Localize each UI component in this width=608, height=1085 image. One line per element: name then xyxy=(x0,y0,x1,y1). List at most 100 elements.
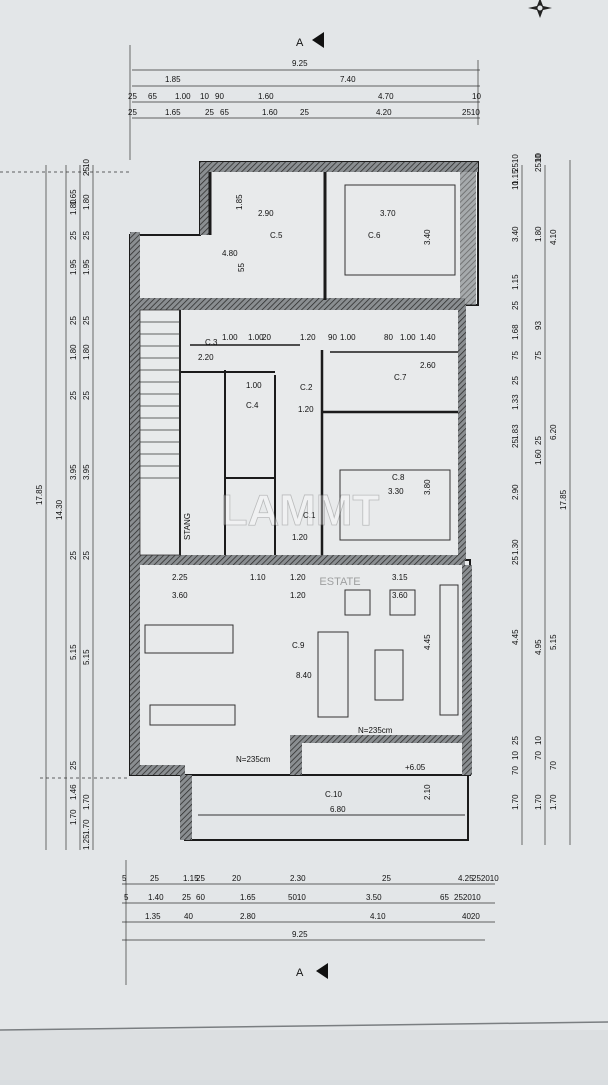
dim-right-cola-label: 1.68 xyxy=(511,324,520,340)
dim-bottom-row2-label: 1.40 xyxy=(148,893,164,902)
dim-top-row3-label: 25 xyxy=(128,108,137,117)
dim-right-colb-label: 75 xyxy=(534,351,543,360)
hall-dim: 20 xyxy=(262,333,271,342)
dim-right-overall: 17.85 xyxy=(559,489,568,510)
dim-left-col4-label: 25 xyxy=(82,551,91,560)
balcony-window-label: N=235cm xyxy=(358,726,393,735)
tv-unit xyxy=(439,584,459,716)
dim-left-col3-label: 3.95 xyxy=(69,464,78,480)
dim-top-row2-label: 25 xyxy=(128,92,137,101)
dining-table xyxy=(149,704,236,726)
dim-left-col4-label: 1.80 xyxy=(82,344,91,360)
dim-right-cola-label: 25 xyxy=(511,736,520,745)
bed-c8 xyxy=(339,469,451,541)
room-id-label: C.2 xyxy=(300,383,313,392)
dim-left-col4-label: 5.15 xyxy=(82,649,91,665)
dim-left-sub: 14.30 xyxy=(55,499,64,520)
coffee-table xyxy=(374,649,404,701)
paper-edge xyxy=(0,1021,608,1031)
dim-right-colb-label: 70 xyxy=(534,751,543,760)
dim-top-row3-label: 4.20 xyxy=(376,108,392,117)
section-marker-top: A xyxy=(296,32,324,49)
c8-side-dim: 3.80 xyxy=(423,479,432,495)
dim-bottom-row2-label: 252010 xyxy=(454,893,481,902)
dim-right-colb-label: 2510 xyxy=(534,154,543,172)
dim-right-colc-label: 1.70 xyxy=(549,794,558,810)
room-area-label: 3.30 xyxy=(388,487,404,496)
dim-right-cola-label: 1.70 xyxy=(511,794,520,810)
dim-left-col4-label: 1.70 xyxy=(82,794,91,810)
dim-top-row2-label: 1.60 xyxy=(258,92,274,101)
section-marker-bottom: A xyxy=(296,963,328,979)
dim-bottom-row1-label: 20 xyxy=(232,874,241,883)
dim-top-row2-label: 10 xyxy=(200,92,209,101)
room-area-label: 6.80 xyxy=(330,805,346,814)
hall-dim: 1.40 xyxy=(420,333,436,342)
c9-side-dim: 4.45 xyxy=(423,634,432,650)
room-id-label: C.7 xyxy=(394,373,407,382)
dim-left-overall: 17.85 xyxy=(35,484,44,505)
dim-left-col3-label: 1.80 xyxy=(69,344,78,360)
dim-bottom-row1-label: 2.30 xyxy=(290,874,306,883)
hall-dim: 1.00 xyxy=(400,333,416,342)
room-id-label: C.8 xyxy=(392,473,405,482)
dim-bottom-row3-label: 2.80 xyxy=(240,912,256,921)
dim-top-row1-label: 1.85 xyxy=(165,75,181,84)
dim-right-cola-label: 25 xyxy=(511,301,520,310)
dim-top-row3-label: 1.65 xyxy=(165,108,181,117)
dim-bottom-row3-label: 1.35 xyxy=(145,912,161,921)
dim-top-row3-label: 25 xyxy=(205,108,214,117)
dim-top-row2-label: 90 xyxy=(215,92,224,101)
svg-text:A: A xyxy=(296,37,304,49)
dim-right-cola-label: 2510 xyxy=(511,154,520,172)
dim-left-col4-label: 1.25 xyxy=(82,834,91,850)
dimensions-top xyxy=(129,45,480,160)
dim-top-row2-label: 1.00 xyxy=(175,92,191,101)
dim-right-colc-label: 70 xyxy=(549,761,558,770)
dim-left-col4-label: 25 xyxy=(82,391,91,400)
dim-right-colc-label: 4.10 xyxy=(549,229,558,245)
dim-right-cola-label: 1.83 xyxy=(511,424,520,440)
dim-left-col3-label: 25 xyxy=(69,761,78,770)
dim-right-cola-label: 3.40 xyxy=(511,226,520,242)
dim-right-cola-label: 25 xyxy=(511,556,520,565)
dim-right-colc-label: 5.15 xyxy=(549,634,558,650)
room-area-label: 2.60 xyxy=(420,361,436,370)
dim-bottom-row1-label: 4.25 xyxy=(458,874,474,883)
room-area-label: 8.40 xyxy=(296,671,312,680)
room-id-label: C.6 xyxy=(368,231,381,240)
dim-top-row3-label: 2510 xyxy=(462,108,480,117)
sofa xyxy=(317,631,349,718)
watermark-text: LAMMT xyxy=(221,486,380,535)
dim-left-col3-label: 1.65 xyxy=(69,189,78,205)
dim-right-cola-label: 10 xyxy=(511,181,520,190)
dim-left-col4-label: 1.95 xyxy=(82,259,91,275)
c9-row1-dim: 1.10 xyxy=(250,573,266,582)
dim-bottom-row1-label: 5 xyxy=(122,874,127,883)
dim-left-col4-label: 1.70 xyxy=(82,819,91,835)
dim-left-col3-label: 25 xyxy=(69,391,78,400)
room-area-label: 3.70 xyxy=(380,209,396,218)
c10-side-dim: 2.10 xyxy=(423,784,432,800)
room-area-label: 1.00 xyxy=(246,381,262,390)
hall-dim: 1.00 xyxy=(248,333,264,342)
terrace-window-label: N=235cm xyxy=(236,755,271,764)
dim-right-colb-label: 93 xyxy=(534,321,543,330)
dim-right-colb-label: 1.70 xyxy=(534,794,543,810)
dim-left-col3-label: 25 xyxy=(69,231,78,240)
watermark-subtext: ESTATE xyxy=(319,576,360,588)
dim-left-col3-label: 1.80 xyxy=(69,199,78,215)
building-outline xyxy=(129,161,479,841)
bed-c6 xyxy=(344,184,456,276)
elevation-mark: +6.05 xyxy=(405,763,426,772)
dim-left-col4-label: 10 xyxy=(82,159,91,168)
dimensions-top-labels: 9.25 xyxy=(292,59,308,68)
room-id-label: C.1 xyxy=(303,511,316,520)
dim-top-overall: 9.25 xyxy=(292,59,308,68)
dim-right-cola-label: 1.15 xyxy=(511,274,520,290)
dim-left-col3-label: 1.95 xyxy=(69,259,78,275)
hall-dim: 1.20 xyxy=(300,333,316,342)
